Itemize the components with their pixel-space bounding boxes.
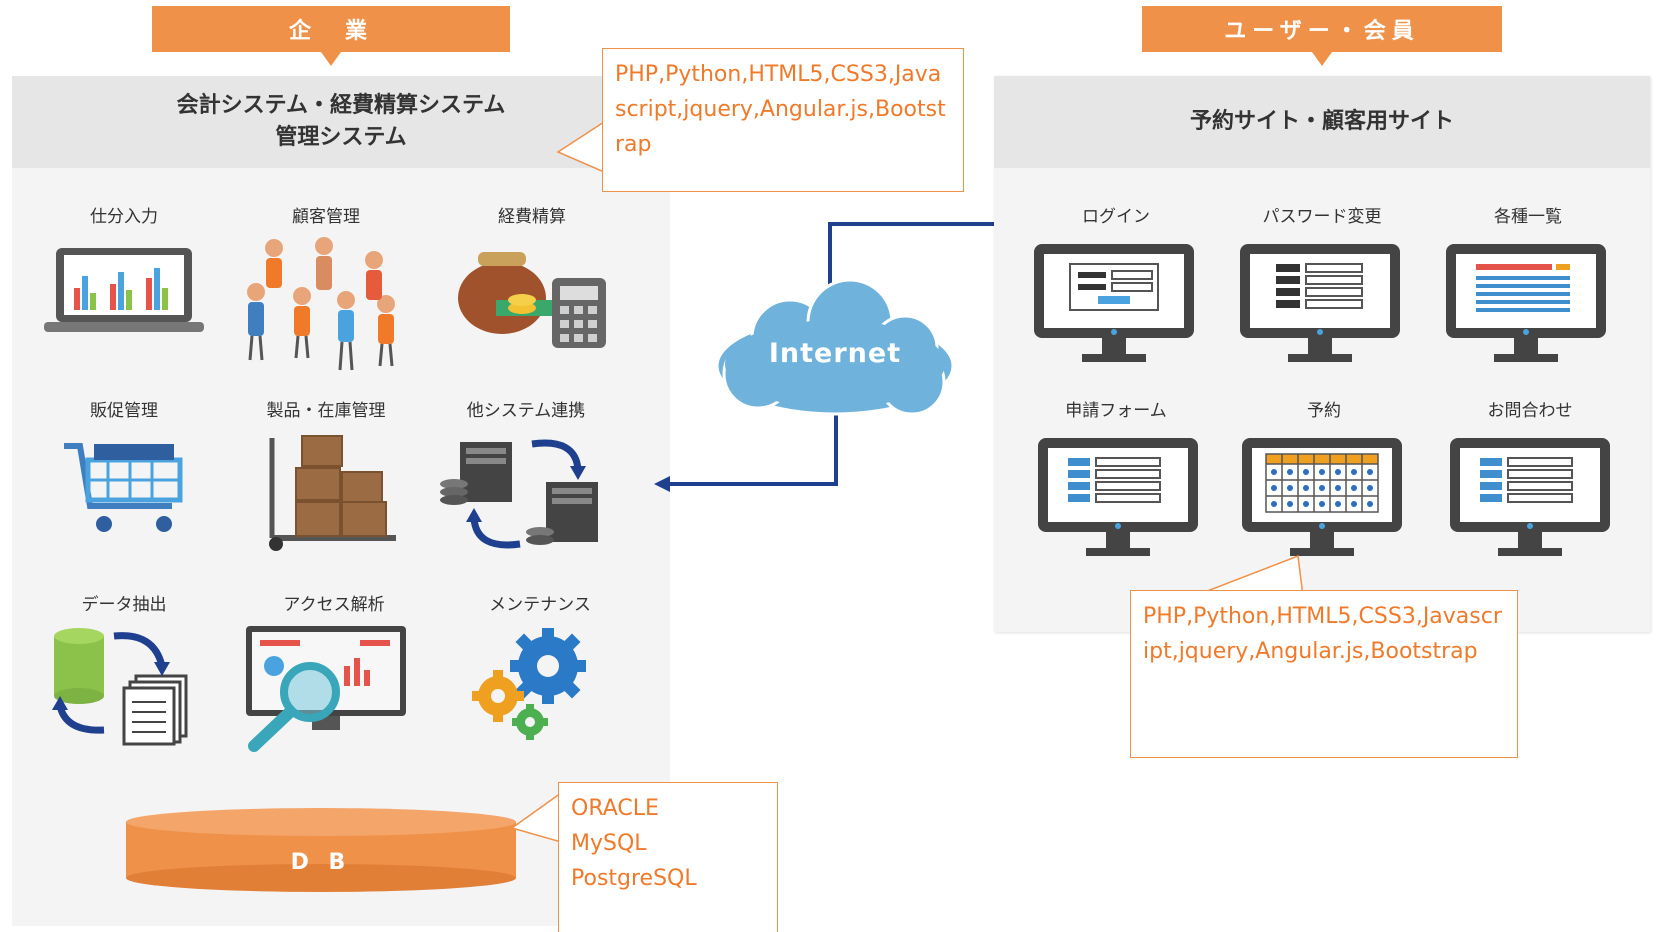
wallet-calculator-icon [458,252,606,348]
user-item-label: 各種一覧 [1494,207,1562,227]
db-note-line: MySQL [571,831,647,856]
people-group-icon [247,237,395,371]
enterprise-title-line1: 会計システム・経費精算システム [176,93,506,118]
monitor-login-icon [1034,244,1194,362]
enterprise-item-access-analysis: アクセス解析 [234,590,434,770]
enterprise-item-inventory: 製品・在庫管理 [226,396,426,576]
analytics-magnifier-icon [246,626,406,752]
user-item-label: パスワード変更 [1262,207,1382,227]
internet-label: Internet [768,338,902,369]
db-note: ORACLE MySQL PostgreSQL [558,782,778,932]
enterprise-tag-label: 企 業 [288,19,373,44]
enterprise-item-journal: 仕分入力 [24,202,224,382]
user-item-password: パスワード変更 [1222,202,1422,382]
enterprise-item-maintenance: メンテナンス [440,590,640,770]
enterprise-item-label: 販促管理 [90,401,158,421]
enterprise-tech-note: PHP,Python,HTML5,CSS3,Javascript,jquery,… [602,48,964,192]
user-item-contact: お問合わせ [1430,396,1630,576]
db-note-line: ORACLE [571,796,659,821]
user-item-form: 申請フォーム [1016,396,1216,576]
enterprise-tag: 企 業 [152,6,510,66]
users-tag: ユーザー・会員 [1142,6,1502,66]
monitor-calendar-icon [1242,438,1402,556]
monitor-list-icon [1446,244,1606,362]
enterprise-item-label: 経費精算 [498,207,566,227]
laptop-chart-icon [44,248,204,332]
enterprise-item-label: 製品・在庫管理 [266,401,386,421]
users-panel-title: 予約サイト・顧客用サイト [994,76,1650,168]
user-item-label: お問合わせ [1487,401,1573,421]
boxes-cart-icon [269,435,396,551]
monitor-password-icon [1240,244,1400,362]
user-item-login: ログイン [1016,202,1216,382]
user-tech-note: PHP,Python,HTML5,CSS3,Javascript,jquery,… [1130,590,1518,758]
monitor-contact-icon [1450,438,1610,556]
db-note-line: PostgreSQL [571,866,697,891]
enterprise-item-customer: 顧客管理 [226,202,426,382]
enterprise-item-label: データ抽出 [81,595,167,615]
enterprise-item-expense: 経費精算 [432,202,632,382]
shopping-cart-icon [64,443,183,532]
user-item-label: 予約 [1307,401,1341,421]
database-cylinder [126,808,516,892]
enterprise-item-label: 仕分入力 [90,207,158,227]
user-item-label: 申請フォーム [1065,401,1167,421]
gears-icon [472,628,586,740]
user-item-list: 各種一覧 [1428,202,1628,382]
enterprise-item-promotion: 販促管理 [24,396,224,576]
enterprise-title-line2: 管理システム [275,125,407,150]
data-extract-icon [52,628,188,746]
users-tag-label: ユーザー・会員 [1224,19,1420,44]
internet-cloud-icon [715,278,955,416]
user-item-label: ログイン [1082,207,1150,227]
monitor-form-icon [1038,438,1198,556]
database-label: D B [290,850,352,875]
enterprise-item-label: 他システム連携 [466,401,586,421]
enterprise-item-label: アクセス解析 [283,595,385,615]
server-sync-icon [440,439,598,549]
enterprise-item-label: 顧客管理 [292,207,360,227]
enterprise-item-data-extract: データ抽出 [24,590,224,770]
enterprise-item-integration: 他システム連携 [426,396,626,576]
enterprise-item-label: メンテナンス [489,595,591,615]
user-item-reservation: 予約 [1224,396,1424,576]
